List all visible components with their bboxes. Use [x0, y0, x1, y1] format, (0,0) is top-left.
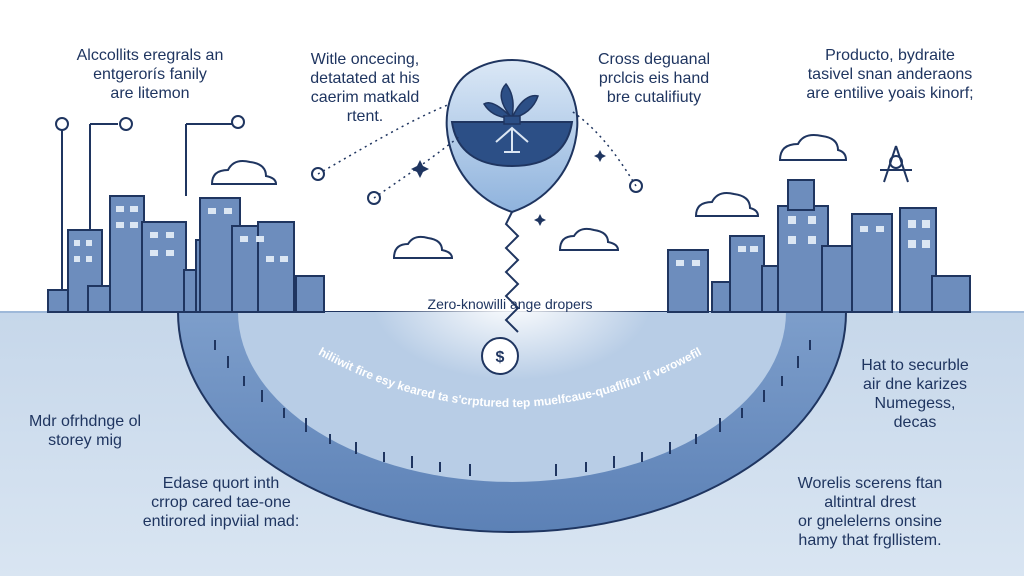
- arc-caption-svg: hiliiwit fire esy keared ta s'crptured t…: [316, 345, 703, 410]
- arc-caption: hiliiwit fire esy keared ta s'crptured t…: [290, 340, 730, 450]
- plant-icon: [482, 82, 539, 125]
- text-top-center-right: Cross deguanal prclcis eis hand bre cuta…: [597, 51, 711, 106]
- text-top-center-left: Witle oncecing, detatated at his caerim …: [310, 51, 420, 125]
- left-city-windows: [74, 206, 288, 262]
- cloud-icon: [210, 134, 848, 259]
- dollar-coin-icon: [481, 337, 519, 375]
- text-bottom-right: Worelis scerens ftan altintral drest or …: [797, 475, 943, 549]
- balloon-string: [504, 211, 520, 333]
- balloon: [445, 59, 579, 333]
- text-top-right: Producto, bydraite tasivel snan anderaon…: [806, 47, 974, 102]
- arc-figures: [214, 340, 811, 476]
- text-top-left: Alccollits eregrals an entgerorís fanily…: [76, 47, 224, 102]
- clock-pins: [61, 123, 236, 290]
- center-label: Zero-knowilli ange dropers: [427, 296, 593, 312]
- connectors: [317, 103, 637, 199]
- text-mid-right: Hat to securble air dne karizes Numegess…: [861, 357, 969, 431]
- text-bottom-left: Edase quort inth crrop cared tae-one ent…: [142, 475, 300, 530]
- left-city: [47, 195, 325, 313]
- balance-scale-icon: [495, 126, 529, 153]
- coin-symbol: $: [496, 349, 505, 366]
- center-glow: [372, 220, 652, 380]
- clock-icon: [55, 115, 643, 205]
- right-city: [667, 179, 971, 313]
- sparkle-icon: [411, 150, 606, 226]
- text-mid-left: Mdr ofrhdnge ol storey mig: [28, 413, 142, 449]
- compass-icon: [880, 145, 912, 183]
- arc-inner: [238, 312, 786, 482]
- right-city-windows: [676, 216, 930, 266]
- arc-caption-text: hiliiwit fire esy keared ta s'crptured t…: [316, 345, 703, 410]
